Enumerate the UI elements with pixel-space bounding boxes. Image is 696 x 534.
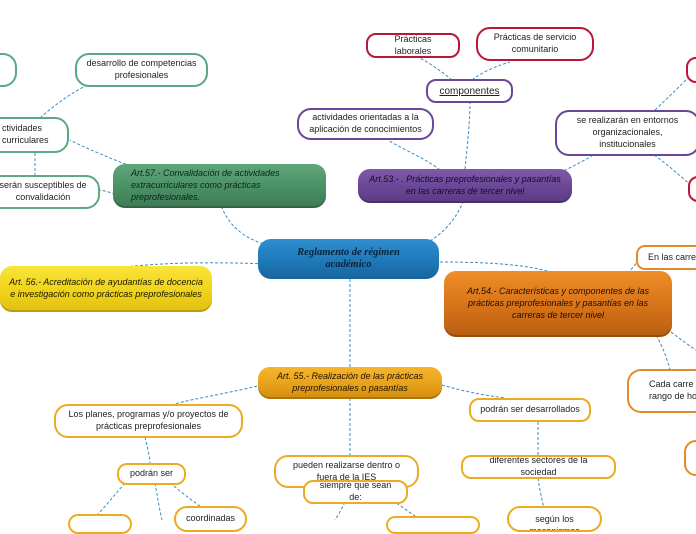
link-central-art56 [117,262,269,269]
topic-art56[interactable]: Art. 56.- Acreditación de ayudantías de … [0,266,212,312]
node-en-las-carreras[interactable]: En las carre [636,245,696,270]
central-node-reglamento[interactable]: Reglamento de régimen académico [258,239,439,279]
topic-art57-label: Art.57.- Convalidación de actividades ex… [131,168,280,202]
link-componentes-laborales [413,54,453,81]
link-sectores-mecanismos [537,477,545,509]
cada-carrera-label: Cada carre rango de ho [649,379,696,401]
link-actividades-desarrollo [39,83,91,119]
topic-art54-label: Art.54.- Características y componentes d… [466,286,650,320]
practicas-laborales-label: Prácticas laborales [394,33,432,56]
node-mecanismos[interactable]: según los mecanismos [507,506,602,532]
topic-art57[interactable]: Art.57.- Convalidación de actividades ex… [113,164,326,208]
link-central-art57 [221,207,269,246]
link-art57-actividades [69,139,141,171]
topic-art53-label: Art.53.- . Prácticas preprofesionales y … [369,174,561,196]
node-actividades-orientadas[interactable]: actividades orientadas a la aplicación d… [297,108,434,140]
topic-art55[interactable]: Art. 55.- Realización de las prácticas p… [258,367,442,399]
link-art53-actividades [387,139,441,171]
node-practicas-servicio[interactable]: Prácticas de servicio comunitario [476,27,594,61]
topic-art55-label: Art. 55.- Realización de las prácticas p… [276,371,424,393]
practicas-servicio-label: Prácticas de servicio comunitario [493,32,577,54]
node-planes-programas[interactable]: Los planes, programas y/o proyectos de p… [54,404,243,438]
link-podran-mid [154,482,163,520]
actividades-orientadas-label: actividades orientadas a la aplicación d… [309,112,422,134]
node-practicas-laborales[interactable]: Prácticas laborales [366,33,460,58]
node-sectores-sociedad[interactable]: diferentes sectores de la sociedad [461,455,616,479]
node-partial-orange-bottom[interactable] [684,440,696,476]
sectores-label: diferentes sectores de la sociedad [489,455,588,477]
coordinadas-label: coordinadas [185,513,236,523]
mecanismos-label: según los mecanismos [529,514,580,532]
node-susceptibles[interactable]: serán susceptibles de convalidación [0,175,100,209]
link-art53-componentes [464,101,471,170]
topic-art56-label: Art. 56.- Acreditación de ayudantías de … [9,277,203,299]
node-partial-gold-left[interactable] [68,514,132,534]
node-partial-red-bottom[interactable] [688,176,696,202]
node-cada-carrera[interactable]: Cada carre rango de ho [627,369,696,413]
siempre-que-label: siempre que sean de: [319,480,392,502]
susceptibles-label: serán susceptibles de convalidación [0,180,87,202]
link-planes-podran [144,436,151,464]
link-entornos-bottom [649,151,693,187]
node-podran-ser[interactable]: podrán ser [117,463,186,485]
topic-art54[interactable]: Art.54.- Características y componentes d… [444,271,672,337]
podran-ser-label: podrán ser [129,468,174,479]
node-coordinadas[interactable]: coordinadas [174,506,247,532]
node-siempre-que[interactable]: siempre que sean de: [303,480,408,504]
node-desarrollo-competencias[interactable]: desarrollo de competencias profesionales [75,53,208,87]
desarrollo-label: desarrollo de competencias profesionales [86,58,197,80]
node-entornos[interactable]: se realizarán en entornos organizacional… [555,110,696,156]
componentes-label: componentes [439,85,500,97]
link-siempre-bottom-left [334,501,346,520]
central-label: Reglamento de régimen académico [297,246,400,270]
link-podran-left [97,482,126,515]
podran-desarrollados-label: podrán ser desarrollados [480,404,580,415]
topic-art53[interactable]: Art.53.- . Prácticas preprofesionales y … [358,169,572,203]
pueden-realizarse-label: pueden realizarse dentro o fuera de la I… [292,459,401,482]
node-podran-desarrollados[interactable]: podrán ser desarrollados [469,398,591,422]
link-art55-planes [167,384,263,407]
link-componentes-servicio [471,61,511,81]
node-actividades-curriculares[interactable]: ctividades curriculares [0,117,69,153]
en-las-carreras-label: En las carre [648,251,696,262]
entornos-label: se realizarán en entornos organizacional… [576,115,679,149]
link-art55-podran-desarrollados [441,384,506,399]
node-componentes[interactable]: componentes [426,79,513,103]
planes-label: Los planes, programas y/o proyectos de p… [68,409,229,431]
link-entornos-top [654,73,693,111]
link-podran-coordinadas [169,482,204,509]
link-central-art54 [439,261,561,277]
node-partial-red-top[interactable] [686,57,696,83]
node-partial-gold-mid[interactable] [386,516,480,534]
actividades-curriculares-label: ctividades curriculares [2,123,49,145]
